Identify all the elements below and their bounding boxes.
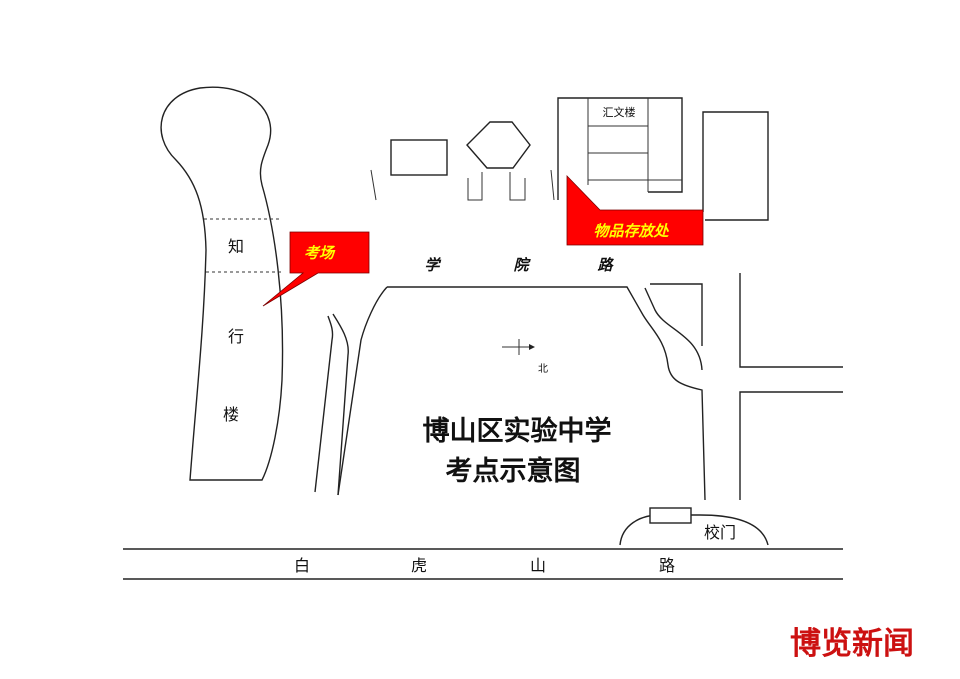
watermark-text: 博览新闻 bbox=[790, 626, 914, 662]
zhixing-building: 知 行 楼 bbox=[160, 86, 284, 481]
exam-room-callout: 考场 bbox=[262, 231, 370, 307]
baihushan-road-char-2: 虎 bbox=[411, 556, 427, 575]
middle-buildings bbox=[370, 121, 555, 201]
map-title-line-2: 考点示意图 bbox=[446, 455, 581, 487]
map-title-line-1: 博山区实验中学 bbox=[423, 415, 612, 447]
storage-callout-text: 物品存放处 bbox=[593, 222, 669, 240]
compass: 北 bbox=[502, 339, 548, 375]
xueyuan-road-char-1: 学 bbox=[424, 256, 441, 274]
baihushan-road: 白 虎 山 路 bbox=[123, 548, 843, 580]
compass-north-label: 北 bbox=[538, 363, 548, 375]
map-title: 博山区实验中学 考点示意图 bbox=[423, 415, 612, 487]
huiwen-label: 汇文楼 bbox=[603, 105, 636, 119]
exam-room-callout-text: 考场 bbox=[304, 244, 336, 262]
storage-callout: 物品存放处 bbox=[566, 175, 704, 246]
zhixing-label-2: 行 bbox=[228, 327, 244, 346]
xueyuan-road-char-2: 院 bbox=[513, 256, 531, 274]
baihushan-road-char-1: 白 bbox=[294, 556, 310, 575]
huiwen-building: 汇文楼 bbox=[557, 97, 769, 221]
baihushan-road-char-3: 山 bbox=[530, 556, 546, 575]
xueyuan-road-char-3: 路 bbox=[597, 256, 614, 274]
xueyuan-road: 学 院 路 bbox=[424, 256, 614, 274]
campus-boundary bbox=[314, 273, 843, 501]
gate-label: 校门 bbox=[704, 523, 736, 542]
zhixing-label-1: 知 bbox=[228, 237, 244, 256]
school-gate: 校门 bbox=[619, 507, 769, 546]
zhixing-label-3: 楼 bbox=[223, 405, 239, 424]
baihushan-road-char-4: 路 bbox=[659, 556, 675, 575]
